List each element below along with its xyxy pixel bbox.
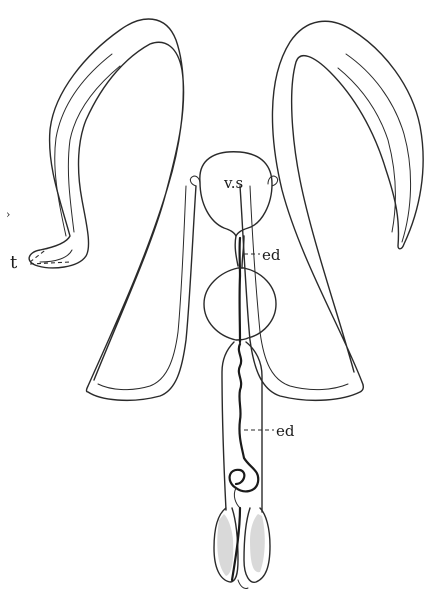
label-testis: t xyxy=(10,252,18,273)
vesicula-seminalis xyxy=(190,152,277,236)
bulb xyxy=(204,268,276,342)
label-ejaculatory-duct-lower: ed xyxy=(276,422,295,440)
label-vesicula-seminalis: v.s xyxy=(223,174,243,192)
label-mark: › xyxy=(6,208,10,221)
left-testis-loop xyxy=(29,19,196,400)
terminal-lobes xyxy=(214,508,270,589)
leader-t-lower xyxy=(30,262,70,264)
label-ejaculatory-duct-upper: ed xyxy=(262,246,281,264)
right-testis-loop xyxy=(240,21,423,400)
